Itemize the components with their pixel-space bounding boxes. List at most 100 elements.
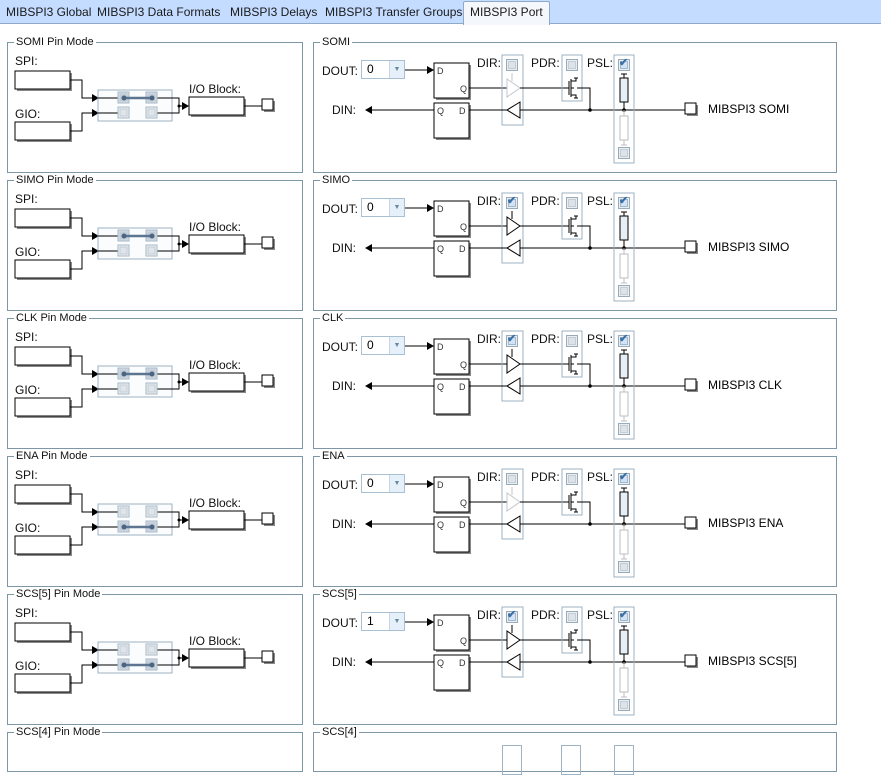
arrow-icon bbox=[365, 658, 372, 666]
ff-d-label: D bbox=[437, 342, 444, 352]
dout-flipflop bbox=[433, 338, 470, 375]
io-block-label: I/O Block: bbox=[189, 634, 241, 648]
pdr-checkbox-inner bbox=[568, 199, 576, 207]
checkmark-icon: ✔ bbox=[619, 333, 629, 345]
ff-d-label: D bbox=[437, 480, 444, 490]
psl-checkbox[interactable]: ✔ bbox=[618, 195, 630, 209]
chevron-down-icon[interactable]: ▼ bbox=[389, 199, 404, 216]
psl-checkbox[interactable]: ✔ bbox=[618, 57, 630, 71]
dout-select[interactable]: 1▼ bbox=[361, 612, 405, 631]
checkmark-icon: ✔ bbox=[619, 471, 629, 483]
gio-input-box bbox=[14, 397, 71, 417]
gio-wire bbox=[70, 112, 92, 132]
dir-checkbox[interactable] bbox=[506, 59, 518, 71]
pull-down-checkbox[interactable] bbox=[618, 147, 630, 159]
pdr-checkbox-inner bbox=[568, 475, 576, 483]
tab-mibspi3-global[interactable]: MIBSPI3 Global bbox=[6, 5, 92, 19]
chevron-down-icon[interactable]: ▼ bbox=[389, 61, 404, 78]
psl-checkbox[interactable]: ✔ bbox=[618, 333, 630, 347]
din-label: DIN: bbox=[332, 655, 356, 669]
dir-label: DIR: bbox=[477, 470, 501, 484]
pdr-checkbox[interactable] bbox=[566, 59, 578, 71]
pdr-wire bbox=[577, 225, 591, 248]
pdr-checkbox[interactable] bbox=[566, 611, 578, 623]
pull-down-resistor-icon bbox=[619, 529, 629, 555]
arrow-icon bbox=[92, 661, 99, 669]
pdr-checkbox-inner bbox=[568, 613, 576, 621]
io-block-label: I/O Block: bbox=[189, 496, 241, 510]
chevron-down-icon[interactable]: ▼ bbox=[389, 613, 404, 630]
gio-input-box bbox=[14, 535, 71, 555]
dout-select[interactable]: 0▼ bbox=[361, 474, 405, 493]
mux-dot bbox=[121, 371, 127, 377]
io-block-box bbox=[188, 510, 245, 530]
mux-dot bbox=[149, 662, 155, 668]
arrow-icon bbox=[365, 106, 372, 114]
input-buffer-icon bbox=[506, 101, 521, 119]
pdr-checkbox[interactable] bbox=[566, 197, 578, 209]
pdr-checkbox[interactable] bbox=[566, 335, 578, 347]
gio-label: GIO: bbox=[15, 383, 40, 397]
gio-wire bbox=[70, 250, 92, 270]
pdr-checkbox[interactable] bbox=[566, 473, 578, 485]
pull-up-resistor-icon bbox=[619, 353, 629, 379]
output-buffer-icon bbox=[506, 630, 521, 650]
gio-input-box bbox=[14, 121, 71, 141]
spi-wire bbox=[70, 355, 92, 375]
psl-checkbox[interactable]: ✔ bbox=[618, 471, 630, 485]
ff-q-label: Q bbox=[460, 360, 467, 370]
input-buffer-icon bbox=[506, 515, 521, 533]
psl-label: PSL: bbox=[587, 56, 613, 70]
arrow-icon bbox=[92, 508, 99, 516]
tab-bar: MIBSPI3 Global MIBSPI3 Data Formats MIBSPI… bbox=[0, 0, 881, 25]
dir-checkbox[interactable] bbox=[506, 473, 518, 485]
din-flipflop bbox=[433, 102, 470, 139]
mux-switch-inner bbox=[119, 507, 128, 516]
tab-mibspi3-port[interactable]: MIBSPI3 Port bbox=[463, 1, 550, 25]
ff-q-label: Q bbox=[437, 658, 444, 668]
mux-switch-inner bbox=[119, 645, 128, 654]
pdr-label: PDR: bbox=[531, 332, 560, 346]
arrow-icon bbox=[92, 109, 99, 117]
tab-mibspi3-data-formats[interactable]: MIBSPI3 Data Formats bbox=[97, 5, 221, 19]
mux-switch-inner bbox=[147, 507, 156, 516]
open-drain-transistor-icon bbox=[566, 215, 578, 237]
pull-down-checkbox[interactable] bbox=[618, 285, 630, 297]
checkmark-icon: ✔ bbox=[619, 609, 629, 621]
arrow-icon bbox=[365, 382, 372, 390]
pull-up-resistor-icon bbox=[619, 77, 629, 103]
din-label: DIN: bbox=[332, 379, 356, 393]
dir-checkbox[interactable]: ✔ bbox=[506, 609, 518, 623]
ff-d-label: D bbox=[437, 618, 444, 628]
pull-down-checkbox[interactable] bbox=[618, 423, 630, 435]
pull-down-checkbox[interactable] bbox=[618, 699, 630, 711]
checkmark-icon: ✔ bbox=[619, 57, 629, 69]
chevron-down-icon[interactable]: ▼ bbox=[389, 337, 404, 354]
tab-mibspi3-delays[interactable]: MIBSPI3 Delays bbox=[230, 5, 318, 19]
io-block-label: I/O Block: bbox=[189, 358, 241, 372]
dout-select[interactable]: 0▼ bbox=[361, 336, 405, 355]
dout-select[interactable]: 0▼ bbox=[361, 198, 405, 217]
dout-select[interactable]: 0▼ bbox=[361, 60, 405, 79]
pdr-wire bbox=[577, 363, 591, 386]
ff-q-label: Q bbox=[437, 106, 444, 116]
psl-checkbox[interactable]: ✔ bbox=[618, 609, 630, 623]
ff-q-label: Q bbox=[460, 498, 467, 508]
pdr-wire bbox=[577, 87, 591, 110]
pin-pad-icon bbox=[684, 654, 697, 667]
dir-checkbox[interactable]: ✔ bbox=[506, 195, 518, 209]
pad-icon bbox=[261, 374, 274, 387]
chevron-down-icon[interactable]: ▼ bbox=[389, 475, 404, 492]
dout-value: 0 bbox=[367, 338, 374, 352]
mux-dot bbox=[121, 524, 127, 530]
dout-flipflop bbox=[433, 614, 470, 651]
arrow-icon bbox=[92, 94, 99, 102]
pull-down-checkbox[interactable] bbox=[618, 561, 630, 573]
gio-input-box bbox=[14, 259, 71, 279]
tab-mibspi3-transfer-groups[interactable]: MIBSPI3 Transfer Groups bbox=[325, 5, 463, 19]
dir-checkbox[interactable]: ✔ bbox=[506, 333, 518, 347]
port-title: SIMO bbox=[320, 173, 353, 187]
